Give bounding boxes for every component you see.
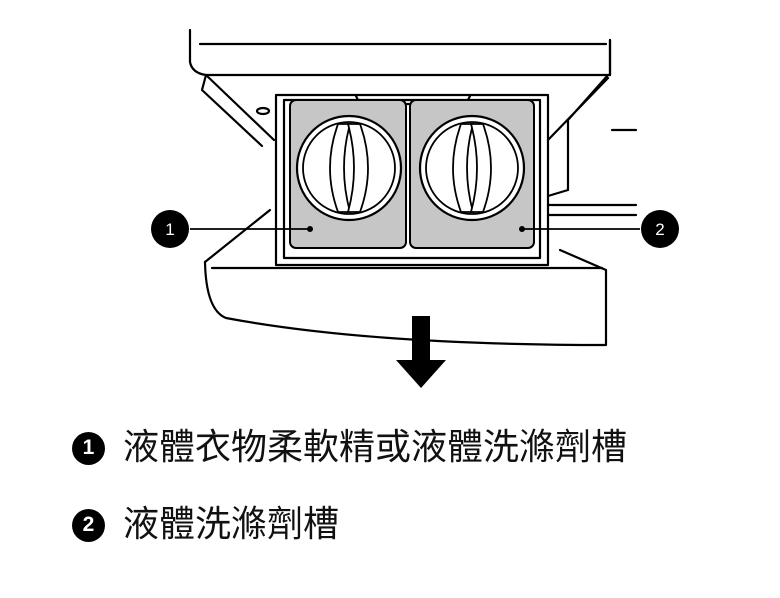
drawer-front-top [203, 208, 604, 270]
legend-item-1: 1 液體衣物柔軟精或液體洗滌劑槽 [72, 423, 760, 473]
machine-housing-inner [200, 73, 276, 148]
arrow-down-icon [396, 316, 446, 388]
compartment-1 [289, 99, 407, 249]
legend-2-number: 2 [72, 508, 105, 542]
compartment-1-cap [295, 114, 403, 222]
callout-2-badge: 2 [641, 210, 679, 248]
compartment-2 [409, 99, 535, 249]
legend-2-label: 液體洗滌劑槽 [123, 504, 340, 545]
legend-item-2: 2 液體洗滌劑槽 [72, 500, 760, 550]
legend-1-label: 液體衣物柔軟精或液體洗滌劑槽 [123, 427, 628, 468]
callout-2-number: 2 [655, 220, 664, 239]
legend-1-number: 1 [72, 431, 105, 465]
drawer-tray [274, 93, 550, 267]
drawer-tray-inner [282, 98, 542, 260]
drawer-hole [255, 106, 271, 116]
drawer-front [203, 248, 608, 347]
dispenser-drawer-diagram: 1 2 [151, 28, 679, 388]
machine-housing [188, 28, 612, 77]
callout-1-number: 1 [165, 220, 174, 239]
compartment-2-cap [418, 114, 526, 222]
machine-side-panel [546, 38, 638, 217]
callout-1-badge: 1 [151, 210, 189, 248]
